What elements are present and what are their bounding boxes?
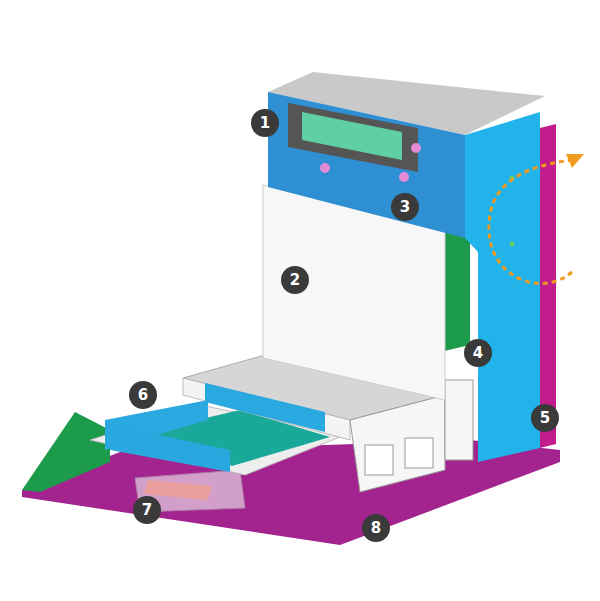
knob bbox=[411, 143, 421, 153]
bracket-box bbox=[365, 445, 393, 475]
bracket bbox=[350, 395, 445, 492]
bracket-box bbox=[405, 438, 433, 468]
callout-number: 5 bbox=[531, 404, 559, 432]
arrow-head bbox=[566, 154, 584, 168]
blue-rail bbox=[205, 383, 325, 432]
side-bracket bbox=[445, 380, 473, 460]
callout-number: 3 bbox=[391, 193, 419, 221]
knob bbox=[399, 172, 409, 182]
right-face bbox=[465, 112, 540, 462]
lcd-frame bbox=[288, 103, 418, 172]
callout-number: 8 bbox=[362, 514, 390, 542]
green-side bbox=[22, 412, 110, 492]
platform-front bbox=[183, 378, 350, 440]
lcd-screen bbox=[302, 112, 402, 160]
blue-front-bar bbox=[110, 425, 230, 472]
callout-number: 6 bbox=[129, 381, 157, 409]
callout-number: 2 bbox=[281, 266, 309, 294]
callout-number: 7 bbox=[133, 496, 161, 524]
screw bbox=[510, 242, 515, 247]
callout-number: 4 bbox=[464, 339, 492, 367]
airflow-arrow bbox=[489, 160, 572, 283]
magenta-strip bbox=[540, 124, 556, 448]
knob bbox=[320, 163, 330, 173]
head-front bbox=[268, 92, 465, 238]
callout-number: 1 bbox=[251, 109, 279, 137]
